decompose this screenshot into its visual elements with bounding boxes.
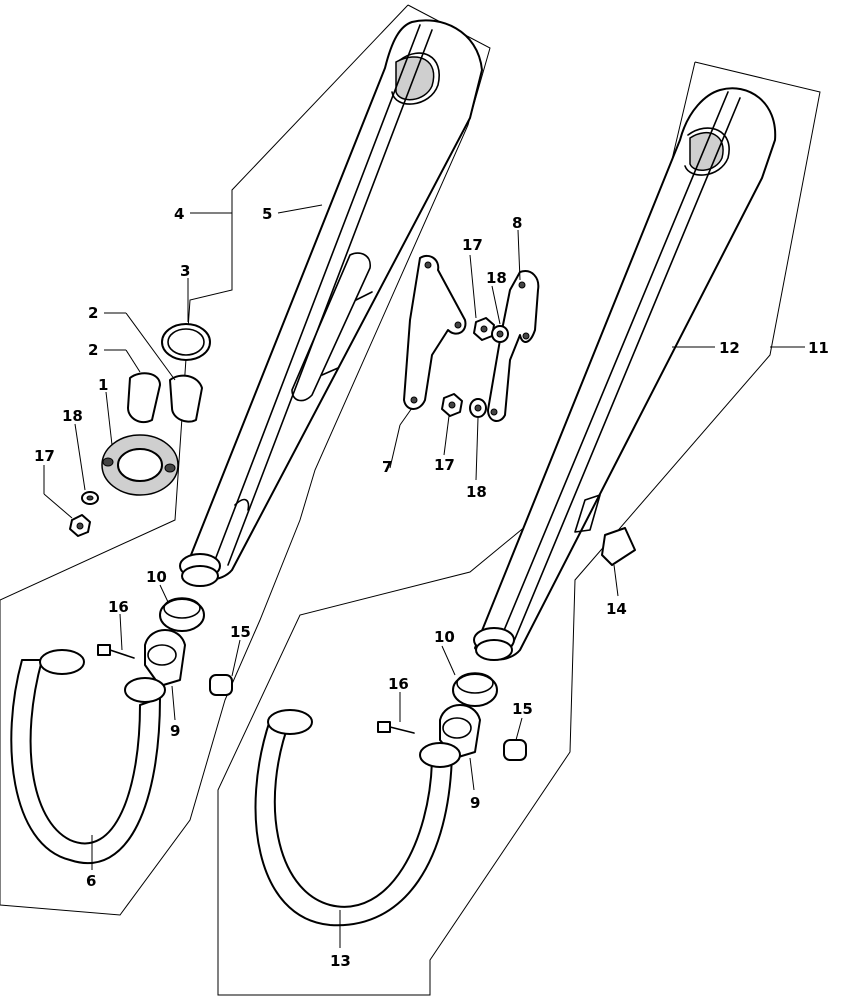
muffler-right: [473, 87, 777, 661]
nut-middle: [441, 393, 463, 417]
gasket: [101, 434, 179, 496]
ring: [161, 323, 211, 361]
exhaust-pipe-right: [254, 709, 461, 927]
split-collar-upper: [169, 374, 203, 423]
callout-18-upper: 18: [486, 269, 507, 287]
muffler-left: [179, 19, 483, 587]
callout-18-left: 18: [62, 407, 83, 425]
callout-13: 13: [330, 952, 351, 970]
bracket-left: [403, 254, 467, 410]
callout-15-right: 15: [512, 700, 533, 718]
callout-1: 1: [98, 376, 108, 394]
callout-2-upper: 2: [88, 304, 98, 322]
callout-4: 4: [174, 205, 184, 223]
callout-6: 6: [86, 872, 96, 890]
washer-left: [81, 491, 99, 505]
callout-7: 7: [382, 458, 392, 476]
bolt-left: [97, 644, 135, 659]
callout-16-left: 16: [108, 598, 129, 616]
split-collar-lower: [127, 372, 161, 424]
callout-15-left: 15: [230, 623, 251, 641]
joint-left: [144, 629, 186, 687]
nut-left: [69, 514, 91, 537]
bracket-right: [487, 270, 540, 422]
spacer-left: [209, 674, 233, 696]
group-outline-right: [217, 61, 821, 996]
callout-17-middle: 17: [434, 456, 455, 474]
spacer-right: [503, 739, 527, 761]
nut-upper: [473, 317, 495, 341]
clip: [601, 527, 636, 566]
washer-upper: [491, 325, 509, 343]
callout-18-middle: 18: [466, 483, 487, 501]
callout-17-upper: 17: [462, 236, 483, 254]
group-outline-left: [0, 4, 491, 916]
callout-8: 8: [512, 214, 522, 232]
leader-lines: [43, 204, 805, 948]
callout-9-left: 9: [170, 722, 180, 740]
callout-16-right: 16: [388, 675, 409, 693]
collar-left: [159, 597, 205, 632]
callout-5: 5: [262, 205, 272, 223]
washer-middle: [469, 398, 487, 418]
callouts: 4 5 3 2 2 1 18 17 16 10 9 15 6 7 8 17 18…: [34, 205, 829, 970]
callout-12: 12: [719, 339, 740, 357]
exhaust-pipe-left: [10, 649, 166, 864]
callout-3: 3: [180, 262, 190, 280]
bolt-right: [377, 721, 415, 734]
collar-right: [452, 672, 498, 707]
callout-11: 11: [808, 339, 829, 357]
callout-10-right: 10: [434, 628, 455, 646]
callout-2-lower: 2: [88, 341, 98, 359]
callout-14: 14: [606, 600, 627, 618]
callout-17-left: 17: [34, 447, 55, 465]
callout-9-right: 9: [470, 794, 480, 812]
callout-10-left: 10: [146, 568, 167, 586]
